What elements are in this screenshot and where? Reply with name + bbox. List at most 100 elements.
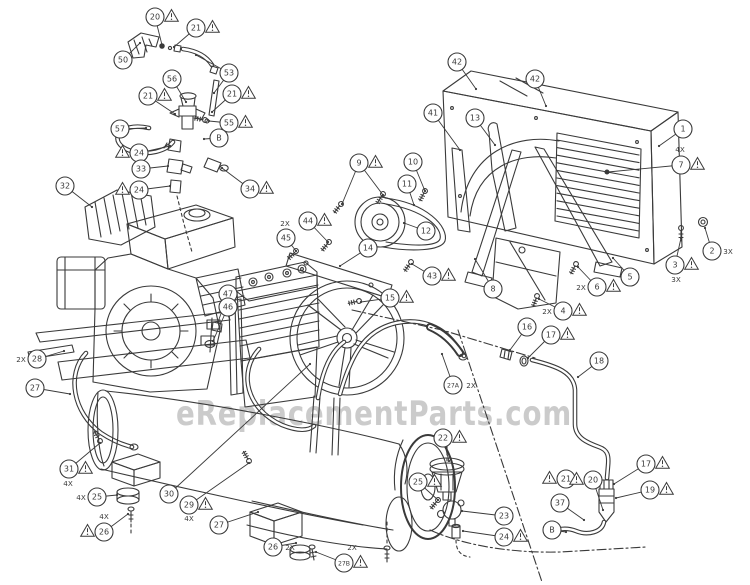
- callout-24[interactable]: 24: [114, 180, 172, 200]
- callout-10[interactable]: 10: [403, 152, 427, 193]
- callout-circle[interactable]: [465, 108, 485, 128]
- callout-circle[interactable]: [87, 487, 107, 507]
- callout-circle[interactable]: [587, 277, 607, 297]
- callout-circle[interactable]: [702, 241, 722, 261]
- callout-circle[interactable]: [583, 470, 603, 490]
- callout-circle[interactable]: [541, 325, 561, 345]
- callout-circle[interactable]: [380, 288, 400, 308]
- callout-30[interactable]: 30: [159, 362, 312, 504]
- callout-11[interactable]: 11: [397, 174, 417, 207]
- callout-circle[interactable]: [494, 506, 514, 526]
- callout-circle[interactable]: [94, 522, 114, 542]
- callout-circle[interactable]: [673, 119, 693, 139]
- callout-circle[interactable]: [589, 351, 609, 371]
- callout-circle[interactable]: [636, 454, 656, 474]
- callout-27[interactable]: 27: [209, 510, 260, 535]
- callout-24[interactable]: 24: [114, 143, 172, 163]
- callout-circle[interactable]: [334, 553, 354, 573]
- callout-12[interactable]: 12: [402, 221, 436, 241]
- callout-57[interactable]: 57: [110, 119, 148, 139]
- callout-17[interactable]: 17: [526, 325, 576, 360]
- callout-circle[interactable]: [665, 255, 685, 275]
- callout-8[interactable]: 8: [473, 257, 503, 299]
- callout-circle[interactable]: [403, 152, 423, 172]
- callout-41[interactable]: 41: [423, 103, 462, 152]
- callout-5[interactable]: 5: [611, 256, 640, 287]
- callout-circle[interactable]: [550, 493, 570, 513]
- callout-circle[interactable]: [483, 279, 503, 299]
- callout-34[interactable]: 34: [220, 166, 275, 199]
- callout-circle[interactable]: [671, 155, 691, 175]
- callout-circle[interactable]: [620, 267, 640, 287]
- callout-20[interactable]: 20: [145, 7, 180, 47]
- callout-24[interactable]: 24: [461, 527, 529, 547]
- callout-14[interactable]: 14: [338, 238, 378, 268]
- callout-42[interactable]: 42: [447, 52, 478, 91]
- connector-ref-b[interactable]: B: [542, 520, 568, 540]
- callout-6[interactable]: 62X: [576, 265, 622, 297]
- callout-circle[interactable]: [542, 520, 562, 540]
- callout-32[interactable]: 32: [55, 176, 94, 209]
- callout-21[interactable]: 21: [172, 18, 221, 49]
- callout-circle[interactable]: [349, 153, 369, 173]
- callout-circle[interactable]: [422, 266, 442, 286]
- callout-56[interactable]: 56: [162, 69, 188, 104]
- callout-circle[interactable]: [517, 317, 537, 337]
- callout-circle[interactable]: [209, 515, 229, 535]
- callout-50[interactable]: 50: [113, 41, 142, 70]
- connector-ref-b[interactable]: B: [202, 128, 229, 148]
- callout-7[interactable]: 74X: [606, 145, 706, 175]
- callout-circle[interactable]: [129, 180, 149, 200]
- callout-circle[interactable]: [55, 176, 75, 196]
- callout-1[interactable]: 1: [657, 119, 693, 148]
- callout-circle[interactable]: [494, 527, 514, 547]
- callout-19[interactable]: 19: [614, 480, 675, 500]
- callout-37[interactable]: 37: [550, 493, 586, 522]
- callout-53[interactable]: 53: [194, 53, 239, 95]
- callout-circle[interactable]: [276, 228, 296, 248]
- callout-circle[interactable]: [222, 84, 242, 104]
- callout-circle[interactable]: [240, 179, 260, 199]
- callout-17[interactable]: 17: [612, 454, 671, 486]
- callout-43[interactable]: 43: [410, 262, 457, 286]
- callout-circle[interactable]: [179, 495, 199, 515]
- callout-13[interactable]: 13: [465, 108, 497, 147]
- callout-33[interactable]: 33: [131, 159, 170, 179]
- callout-18[interactable]: 18: [576, 351, 609, 379]
- callout-circle[interactable]: [25, 378, 45, 398]
- callout-circle[interactable]: [162, 69, 182, 89]
- callout-44[interactable]: 44: [298, 211, 333, 244]
- callout-circle[interactable]: [27, 349, 47, 369]
- callout-circle[interactable]: [59, 459, 79, 479]
- callout-circle[interactable]: [640, 480, 660, 500]
- callout-55[interactable]: 55: [207, 113, 254, 133]
- callout-circle[interactable]: [209, 128, 229, 148]
- callout-21[interactable]: 21: [541, 469, 576, 489]
- callout-circle[interactable]: [298, 211, 318, 231]
- callout-20[interactable]: 20: [568, 470, 605, 512]
- callout-16[interactable]: 16: [508, 317, 537, 352]
- callout-circle[interactable]: [110, 119, 130, 139]
- callout-circle[interactable]: [138, 86, 158, 106]
- callout-circle[interactable]: [186, 18, 206, 38]
- callout-circle[interactable]: [416, 221, 436, 241]
- callout-circle[interactable]: [408, 472, 428, 492]
- callout-46[interactable]: 46: [211, 297, 238, 343]
- callout-circle[interactable]: [443, 375, 463, 395]
- callout-circle[interactable]: [219, 63, 239, 83]
- callout-circle[interactable]: [525, 69, 545, 89]
- callout-circle[interactable]: [447, 52, 467, 72]
- callout-27[interactable]: 27: [25, 378, 72, 398]
- callout-21[interactable]: 21: [210, 84, 257, 114]
- callout-21[interactable]: 21: [138, 86, 177, 116]
- callout-42[interactable]: 42: [525, 69, 548, 108]
- callout-circle[interactable]: [145, 7, 165, 27]
- callout-circle[interactable]: [131, 159, 151, 179]
